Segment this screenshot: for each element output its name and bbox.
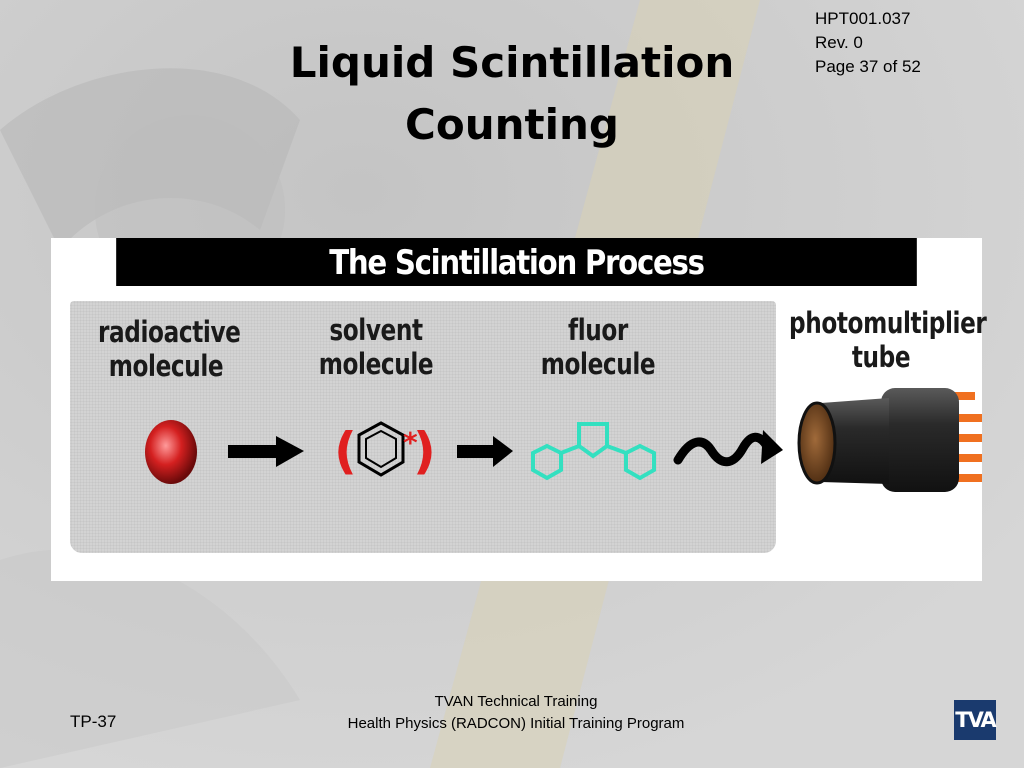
- pmt-label-line-2: tube: [851, 340, 911, 374]
- process-panel: [70, 301, 776, 553]
- arrow-right-icon: [457, 436, 513, 467]
- slide-code: TP-37: [70, 712, 117, 731]
- radioactive-label-line-1: radioactive: [98, 315, 241, 349]
- fluor-label-line-1: fluor: [568, 313, 628, 347]
- radioactive-ball-icon: [145, 420, 197, 484]
- footer-program: Health Physics (RADCON) Initial Training…: [347, 715, 685, 732]
- photon-wave-icon: [673, 430, 783, 467]
- solvent-label-line-2: molecule: [318, 347, 434, 381]
- solvent-label-line-1: solvent: [329, 313, 423, 347]
- document-revision: Rev. 0: [815, 33, 863, 52]
- solvent-molecule-label: solvent molecule: [316, 313, 436, 381]
- fluor-molecule-icon: [531, 422, 656, 481]
- pmt-label-line-1: photomultiplier: [789, 306, 987, 340]
- fluor-label-line-2: molecule: [540, 347, 656, 381]
- svg-text:(: (: [334, 422, 357, 480]
- slide-title-line-2: Counting: [405, 100, 619, 149]
- arrow-right-icon: [228, 436, 304, 467]
- footer-org: TVAN Technical Training: [434, 693, 598, 710]
- svg-text:): ): [413, 422, 436, 480]
- solvent-benzene-icon: ( * ): [334, 421, 436, 480]
- process-diagram: ( * ): [145, 388, 982, 492]
- radioactive-label-line-2: molecule: [108, 349, 224, 383]
- footer-center: TVAN Technical Training Health Physics (…: [300, 691, 732, 735]
- document-info: HPT001.037 Rev. 0 Page 37 of 52: [815, 7, 921, 79]
- radioactive-molecule-label: radioactive molecule: [98, 315, 241, 383]
- photomultiplier-tube-label: photomultiplier tube: [789, 306, 987, 374]
- page-number: Page 37 of 52: [815, 57, 921, 76]
- excited-state-mark: *: [403, 426, 418, 459]
- slide-title: Liquid Scintillation Counting: [212, 32, 812, 156]
- scintillation-process-figure: The Scintillation Process: [51, 238, 987, 581]
- slide-title-line-1: Liquid Scintillation: [289, 38, 735, 87]
- document-id: HPT001.037: [815, 9, 911, 28]
- photomultiplier-tube-icon: [797, 388, 982, 492]
- figure-header: The Scintillation Process: [116, 238, 917, 286]
- fluor-molecule-label: fluor molecule: [538, 313, 658, 381]
- tva-logo-text: TVA: [955, 708, 996, 732]
- tva-logo-icon: TVA: [954, 700, 997, 740]
